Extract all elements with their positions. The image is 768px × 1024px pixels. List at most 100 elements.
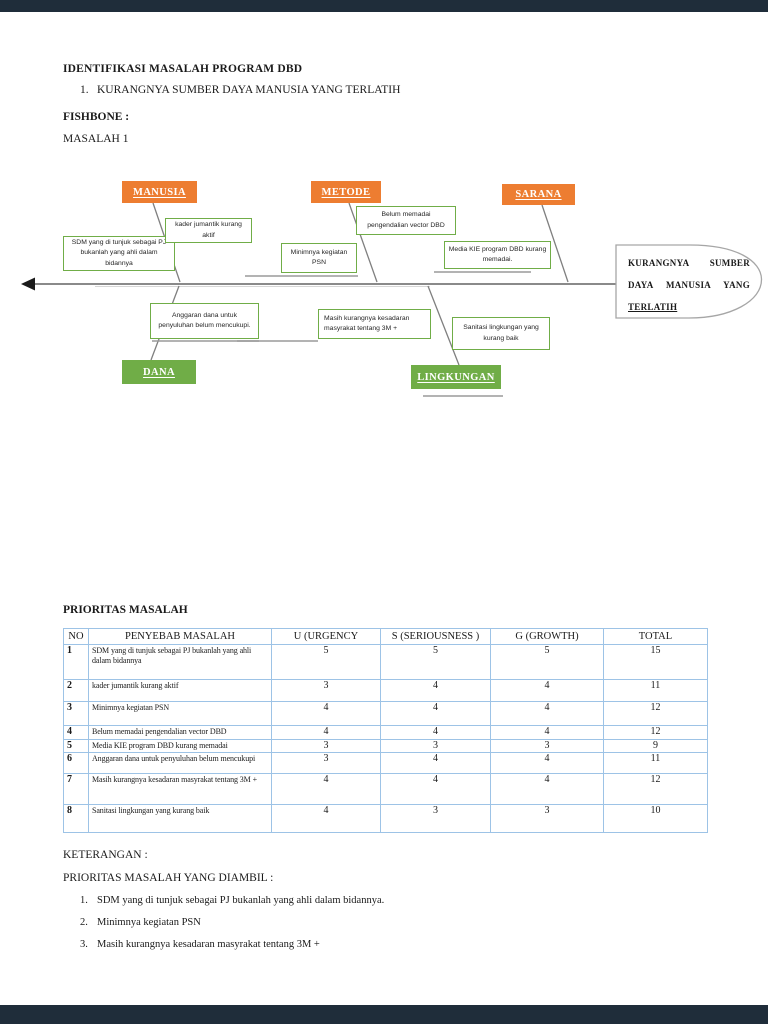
cell-cause: kader jumantik kurang aktif xyxy=(88,679,272,702)
note-item-number: 2. xyxy=(80,917,88,928)
cell-g: 4 xyxy=(490,701,604,726)
cell-cause: Media KIE program DBD kurang memadai xyxy=(88,739,272,753)
cell-u: 3 xyxy=(271,679,381,702)
table-row: 6 Anggaran dana untuk penyuluhan belum m… xyxy=(63,752,708,774)
cell-u: 3 xyxy=(271,752,381,774)
fish-head-line: DAYA MANUSIA YANG xyxy=(628,280,750,290)
table-row: 5 Media KIE program DBD kurang memadai 3… xyxy=(63,739,708,753)
cell-s: 4 xyxy=(380,725,491,740)
cell-u: 4 xyxy=(271,804,381,833)
spine-arrow-icon xyxy=(21,277,35,291)
cell-g: 3 xyxy=(490,739,604,753)
cell-g: 4 xyxy=(490,725,604,740)
cell-s: 3 xyxy=(380,804,491,833)
cause-box-sdm: SDM yang di tunjuk sebagai PJ bukanlah y… xyxy=(63,236,175,271)
col-header-cause: PENYEBAB MASALAH xyxy=(88,628,272,645)
cell-g: 5 xyxy=(490,644,604,680)
cell-u: 3 xyxy=(271,739,381,753)
cell-cause: SDM yang di tunjuk sebagai PJ bukanlah y… xyxy=(88,644,272,680)
cell-cause: Sanitasi lingkungan yang kurang baik xyxy=(88,804,272,833)
problem-item-text: KURANGNYA SUMBER DAYA MANUSIA YANG TERLA… xyxy=(97,84,401,96)
cell-cause: Masih kurangnya kesadaran masyrakat tent… xyxy=(88,773,272,805)
note-item-number: 1. xyxy=(80,895,88,906)
cell-no: 7 xyxy=(63,773,89,805)
cell-s: 5 xyxy=(380,644,491,680)
col-header-urgency: U (URGENCY xyxy=(271,628,381,645)
cell-s: 4 xyxy=(380,752,491,774)
fishbone-diagram: MANUSIA METODE SARANA DANA LINGKUNGAN SD… xyxy=(0,160,768,405)
cell-cause: Anggaran dana untuk penyuluhan belum men… xyxy=(88,752,272,774)
table-row: 4 Belum memadai pengendalian vector DBD … xyxy=(63,725,708,740)
cell-u: 4 xyxy=(271,701,381,726)
cell-total: 15 xyxy=(603,644,708,680)
note-item: 3. Masih kurangnya kesadaran masyrakat te… xyxy=(80,939,320,950)
col-header-growth: G (GROWTH) xyxy=(490,628,604,645)
table-row: 7 Masih kurangnya kesadaran masyrakat te… xyxy=(63,773,708,805)
note-item-text: SDM yang di tunjuk sebagai PJ bukanlah y… xyxy=(97,895,385,906)
category-label-sarana: SARANA xyxy=(502,184,575,205)
cell-s: 4 xyxy=(380,701,491,726)
masalah-label: MASALAH 1 xyxy=(63,133,129,145)
priority-table: NO PENYEBAB MASALAH U (URGENCY S (SERIOU… xyxy=(63,628,708,833)
viewer-top-bar xyxy=(0,0,768,12)
cell-u: 4 xyxy=(271,773,381,805)
keterangan-label: KETERANGAN : xyxy=(63,849,148,861)
bone-lingkungan xyxy=(427,285,460,366)
cell-total: 11 xyxy=(603,679,708,702)
cell-total: 12 xyxy=(603,725,708,740)
viewer-bottom-bar xyxy=(0,1005,768,1024)
cell-total: 11 xyxy=(603,752,708,774)
cause-box-kesadaran: Masih kurangnya kesadaran masyrakat tent… xyxy=(318,309,431,339)
col-header-total: TOTAL xyxy=(603,628,708,645)
cell-total: 10 xyxy=(603,804,708,833)
cell-g: 3 xyxy=(490,804,604,833)
note-item-text: Minimnya kegiatan PSN xyxy=(97,917,201,928)
cause-box-media-kie: Media KIE program DBD kurang memadai. xyxy=(444,241,551,269)
table-row: 2 kader jumantik kurang aktif 3 4 4 11 xyxy=(63,679,708,702)
cell-g: 4 xyxy=(490,752,604,774)
note-item: 1. SDM yang di tunjuk sebagai PJ bukanlah… xyxy=(80,895,384,906)
note-item-text: Masih kurangnya kesadaran masyrakat tent… xyxy=(97,939,320,950)
cell-no: 1 xyxy=(63,644,89,680)
cell-g: 4 xyxy=(490,773,604,805)
table-header-row: NO PENYEBAB MASALAH U (URGENCY S (SERIOU… xyxy=(63,628,708,645)
bone-sarana xyxy=(541,204,569,283)
cell-u: 4 xyxy=(271,725,381,740)
fish-head xyxy=(615,244,763,319)
category-label-dana: DANA xyxy=(122,360,196,384)
table-row: 1 SDM yang di tunjuk sebagai PJ bukanlah… xyxy=(63,644,708,680)
cell-total: 12 xyxy=(603,701,708,726)
cell-u: 5 xyxy=(271,644,381,680)
fish-head-line: TERLATIH xyxy=(628,302,678,312)
cell-no: 8 xyxy=(63,804,89,833)
col-header-no: NO xyxy=(63,628,89,645)
cause-box-vector: Belum memadai pengendalian vector DBD xyxy=(356,206,456,235)
priority-taken-label: PRIORITAS MASALAH YANG DIAMBIL : xyxy=(63,872,274,884)
problem-item-number: 1. xyxy=(80,84,89,96)
cell-total: 12 xyxy=(603,773,708,805)
bone-metode xyxy=(348,202,378,283)
problem-item: 1. KURANGNYA SUMBER DAYA MANUSIA YANG TER… xyxy=(80,84,400,96)
fish-head-line: KURANGNYA SUMBER xyxy=(628,258,750,268)
col-header-seriousness: S (SERIOUSNESS ) xyxy=(380,628,491,645)
cell-no: 5 xyxy=(63,739,89,753)
cell-s: 3 xyxy=(380,739,491,753)
page-title: IDENTIFIKASI MASALAH PROGRAM DBD xyxy=(63,63,303,75)
cell-s: 4 xyxy=(380,773,491,805)
category-label-manusia: MANUSIA xyxy=(122,181,197,203)
cell-cause: Minimnya kegiatan PSN xyxy=(88,701,272,726)
cell-s: 4 xyxy=(380,679,491,702)
note-item: 2. Minimnya kegiatan PSN xyxy=(80,917,201,928)
cause-box-sanitasi: Sanitasi lingkungan yang kurang baik xyxy=(452,317,550,350)
table-row: 8 Sanitasi lingkungan yang kurang baik 4… xyxy=(63,804,708,833)
fishbone-heading: FISHBONE : xyxy=(63,111,130,123)
cell-no: 2 xyxy=(63,679,89,702)
cause-box-psn: Minimnya kegiatan PSN xyxy=(281,243,357,273)
fish-head-text: KURANGNYA SUMBER DAYA MANUSIA YANG TERLA… xyxy=(628,252,750,318)
note-item-number: 3. xyxy=(80,939,88,950)
category-label-lingkungan: LINGKUNGAN xyxy=(411,365,501,389)
cell-total: 9 xyxy=(603,739,708,753)
cell-g: 4 xyxy=(490,679,604,702)
cause-box-kader: kader jumantik kurang aktif xyxy=(165,218,252,243)
cell-no: 3 xyxy=(63,701,89,726)
